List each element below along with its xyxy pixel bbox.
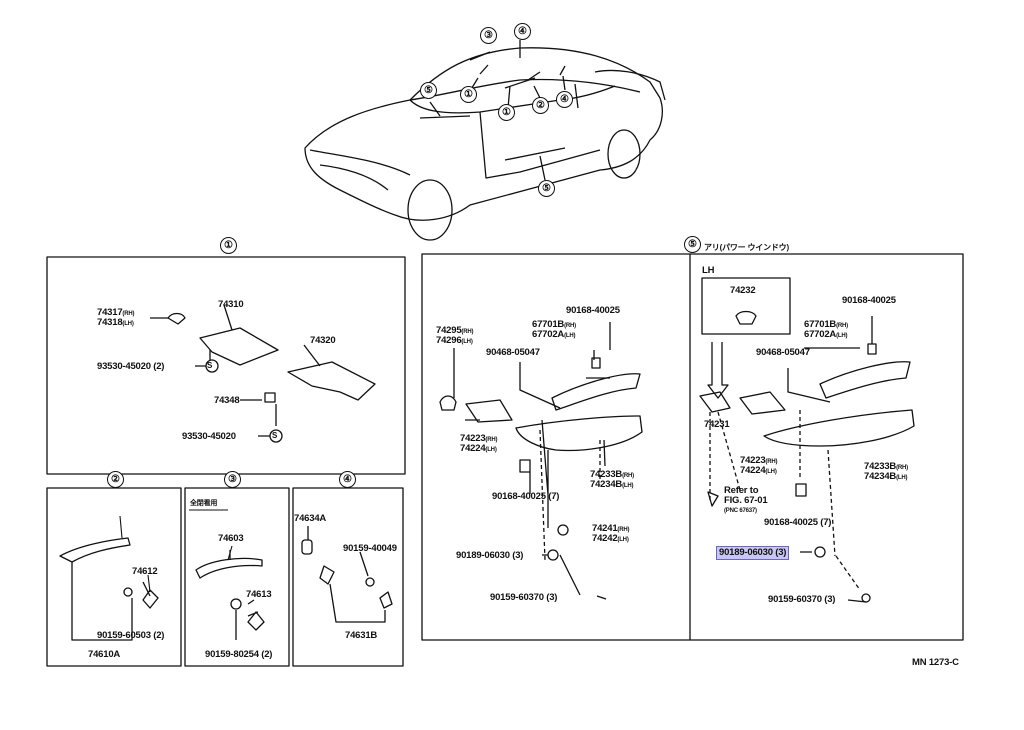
part-90189-06030-b-highlighted[interactable]: 90189-06030 (3): [716, 546, 790, 560]
section-3-callout: ③: [224, 471, 241, 488]
refer-line-1: Refer to: [724, 485, 759, 496]
part-90189-06030-a: 90189-06030 (3): [456, 550, 524, 561]
part-90159-60370-a: 90159-60370 (3): [490, 592, 558, 603]
part-74242: 74242(LH): [592, 533, 629, 544]
section-1-callout: ①: [220, 237, 237, 254]
part-93530-45020-2: 93530-45020 (2): [97, 361, 165, 372]
part-74232: 74232: [730, 285, 756, 296]
part-93530-45020: 93530-45020: [182, 431, 236, 442]
part-74234B: 74234B(LH): [590, 479, 634, 490]
part-74310: 74310: [218, 299, 244, 310]
section-2-callout: ②: [107, 471, 124, 488]
section-5-callout: ⑤: [684, 236, 701, 253]
part-90468-05047-a: 90468-05047: [486, 347, 540, 358]
refer-line-3: (PNC 67637): [724, 508, 757, 514]
part-74348: 74348: [214, 395, 240, 406]
callout-4b-car: ④: [556, 91, 573, 108]
part-90168-40025-c: 90168-40025: [842, 295, 896, 306]
s-mark-1: S: [207, 361, 213, 370]
refer-line-2: FIG. 67-01: [724, 495, 768, 506]
part-74613: 74613: [246, 589, 272, 600]
car-illustration: [304, 47, 666, 241]
callout-1b-car: ①: [498, 104, 515, 121]
part-74223-2: 74223(RH): [740, 455, 778, 466]
part-74231: 74231: [704, 419, 730, 430]
part-74320: 74320: [310, 335, 336, 346]
callout-4-car: ④: [514, 23, 531, 40]
callout-2-car: ②: [532, 97, 549, 114]
part-74603: 74603: [218, 533, 244, 544]
callout-5-car: ⑤: [420, 82, 437, 99]
part-74631B: 74631B: [345, 630, 378, 641]
part-74295: 74295(RH): [436, 325, 474, 336]
part-67702A-2: 67702A(LH): [804, 329, 848, 340]
part-74223: 74223(RH): [460, 433, 498, 444]
part-90168-40025-d: 90168-40025 (7): [764, 517, 832, 528]
part-74234B-2: 74234B(LH): [864, 471, 908, 482]
part-90159-40049: 90159-40049: [343, 543, 397, 554]
lh-title: LH: [702, 265, 715, 276]
part-90159-80254: 90159-80254 (2): [205, 649, 273, 660]
part-74233B-2: 74233B(RH): [864, 461, 908, 472]
section-4-callout: ④: [339, 471, 356, 488]
part-74241: 74241(RH): [592, 523, 630, 534]
part-67701B-2: 67701B(RH): [804, 319, 848, 330]
part-90159-60503: 90159-60503 (2): [97, 630, 165, 641]
part-74224-2: 74224(LH): [740, 465, 777, 476]
part-74233B: 74233B(RH): [590, 469, 634, 480]
callout-1-car: ①: [460, 86, 477, 103]
figure-ref-code: MN 1273-C: [912, 657, 959, 668]
callout-3-car: ③: [480, 27, 497, 44]
s-mark-2: S: [272, 431, 278, 440]
part-74612: 74612: [132, 566, 158, 577]
section-5-note: アリ(パワー ウインドウ): [704, 243, 789, 252]
part-74296: 74296(LH): [436, 335, 473, 346]
part-90168-40025-b: 90168-40025 (7): [492, 491, 560, 502]
part-74224: 74224(LH): [460, 443, 497, 454]
callout-5b-car: ⑤: [538, 180, 555, 197]
part-67701B: 67701B(RH): [532, 319, 576, 330]
part-74318: 74318(LH): [97, 317, 134, 328]
part-74317: 74317(RH): [97, 307, 135, 318]
section-3-note: 全閉看用: [190, 500, 218, 507]
part-74610A: 74610A: [88, 649, 121, 660]
part-74634A: 74634A: [294, 513, 327, 524]
part-67702A: 67702A(LH): [532, 329, 576, 340]
part-90468-05047-b: 90468-05047: [756, 347, 810, 358]
part-90159-60370-b: 90159-60370 (3): [768, 594, 836, 605]
part-90168-40025-a: 90168-40025: [566, 305, 620, 316]
